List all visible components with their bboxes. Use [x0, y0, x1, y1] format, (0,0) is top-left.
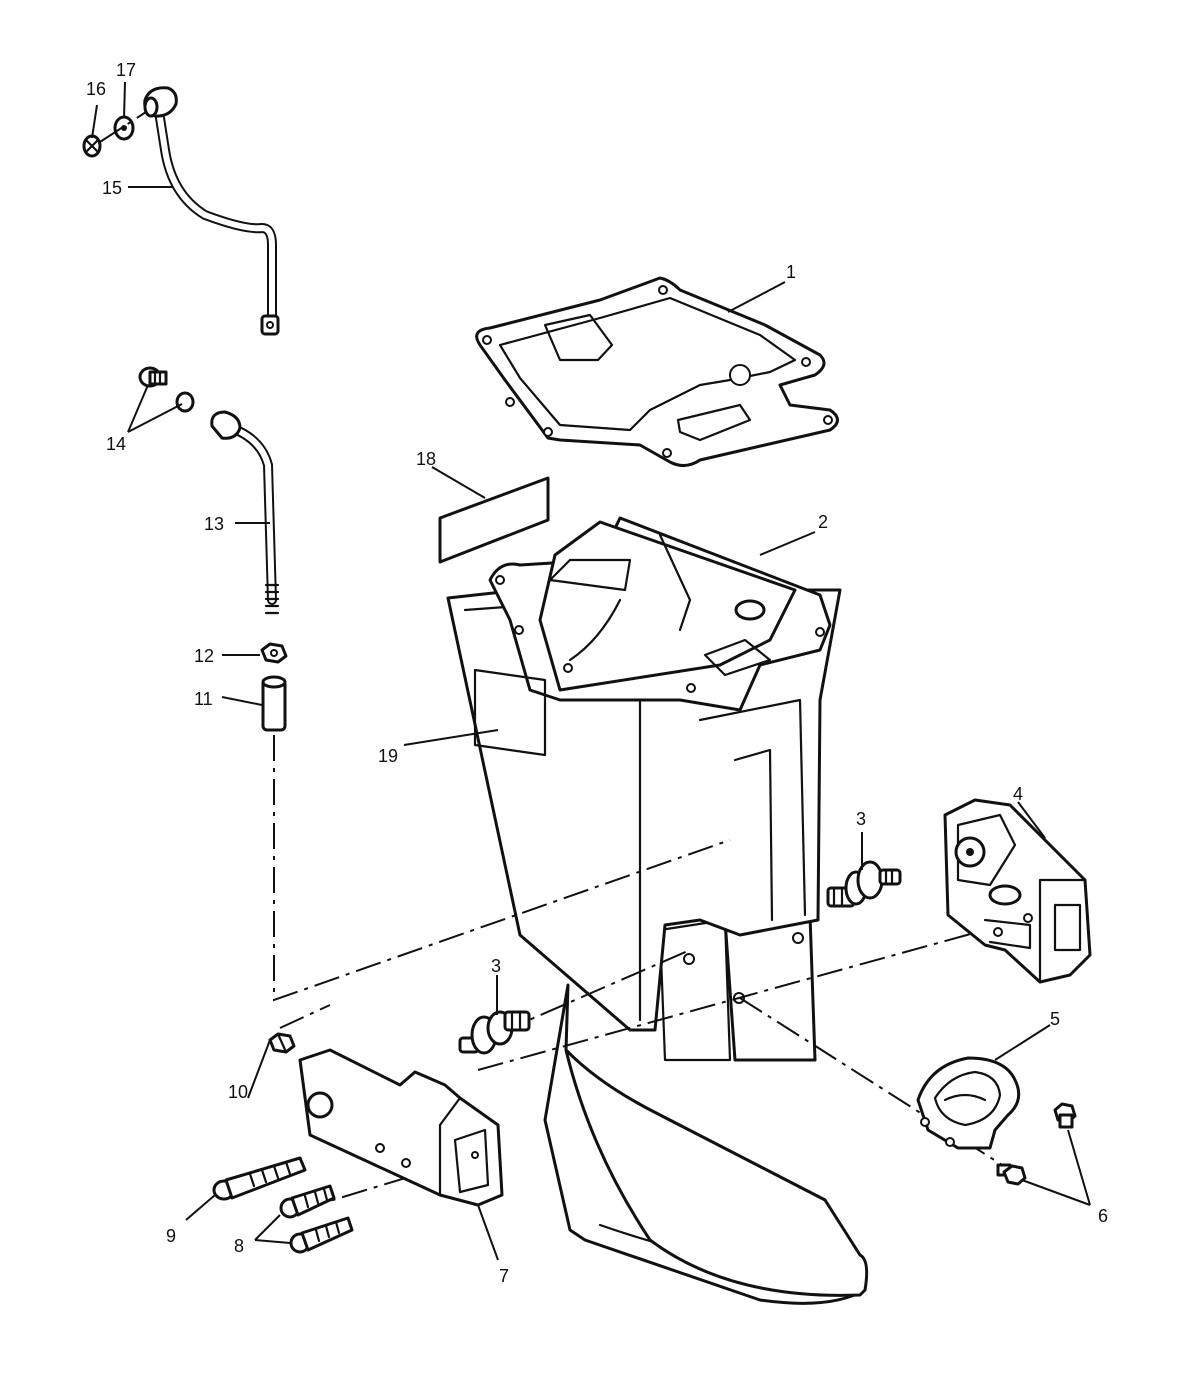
callout-12: 12: [194, 646, 214, 666]
rubber-mount-3-lower: [458, 1010, 531, 1055]
callout-3-upper: 3: [856, 809, 866, 829]
decal-19: [473, 668, 547, 757]
bolt-8-lower: [289, 1216, 354, 1254]
callout-17: 17: [116, 60, 136, 80]
callout-2: 2: [818, 512, 828, 532]
callout-8: 8: [234, 1236, 244, 1256]
cover-7: [298, 1048, 504, 1207]
mount-bracket-4: [943, 798, 1092, 984]
screw-6-lower: [996, 1163, 1027, 1186]
dash-16-17: [99, 111, 147, 143]
bolt-8-upper: [279, 1184, 336, 1219]
cover-5: [916, 1056, 1021, 1150]
screw-6-upper: [1053, 1102, 1077, 1129]
callout-16: 16: [86, 79, 106, 99]
nut-12: [260, 642, 288, 664]
callout-labels: 1 2 3 3 4 5 6 7 8 9 10 11 12 13 14 15 16…: [86, 60, 1108, 1286]
gasket: [475, 276, 839, 467]
callout-4: 4: [1013, 784, 1023, 804]
callout-7: 7: [499, 1266, 509, 1286]
dash-rod-alignment: [273, 735, 731, 1002]
callout-13: 13: [204, 514, 224, 534]
callout-18: 18: [416, 449, 436, 469]
dash-nut10-alignment: [279, 1004, 331, 1029]
screw-14: [138, 366, 168, 388]
shift-rod-upper: [143, 86, 280, 336]
shift-rod-lower: [210, 410, 280, 615]
callout-3-lower: 3: [491, 956, 501, 976]
callout-10: 10: [228, 1082, 248, 1102]
leader-lines: [91, 81, 1091, 1261]
callout-6: 6: [1098, 1206, 1108, 1226]
callout-14: 14: [106, 434, 126, 454]
callout-5: 5: [1050, 1009, 1060, 1029]
drive-shaft-housing: [446, 516, 869, 1305]
callout-9: 9: [166, 1226, 176, 1246]
callout-19: 19: [378, 746, 398, 766]
clip-16: [82, 134, 102, 158]
callout-1: 1: [786, 262, 796, 282]
callout-11: 11: [194, 689, 213, 709]
callout-15: 15: [102, 178, 122, 198]
coupler-11: [261, 675, 287, 732]
rubber-mount-3-upper: [826, 860, 902, 908]
washer-17: [113, 115, 135, 141]
nut-10: [268, 1032, 296, 1054]
bolt-9: [212, 1156, 307, 1201]
washer-14: [175, 391, 195, 413]
decal-18: [438, 476, 550, 564]
